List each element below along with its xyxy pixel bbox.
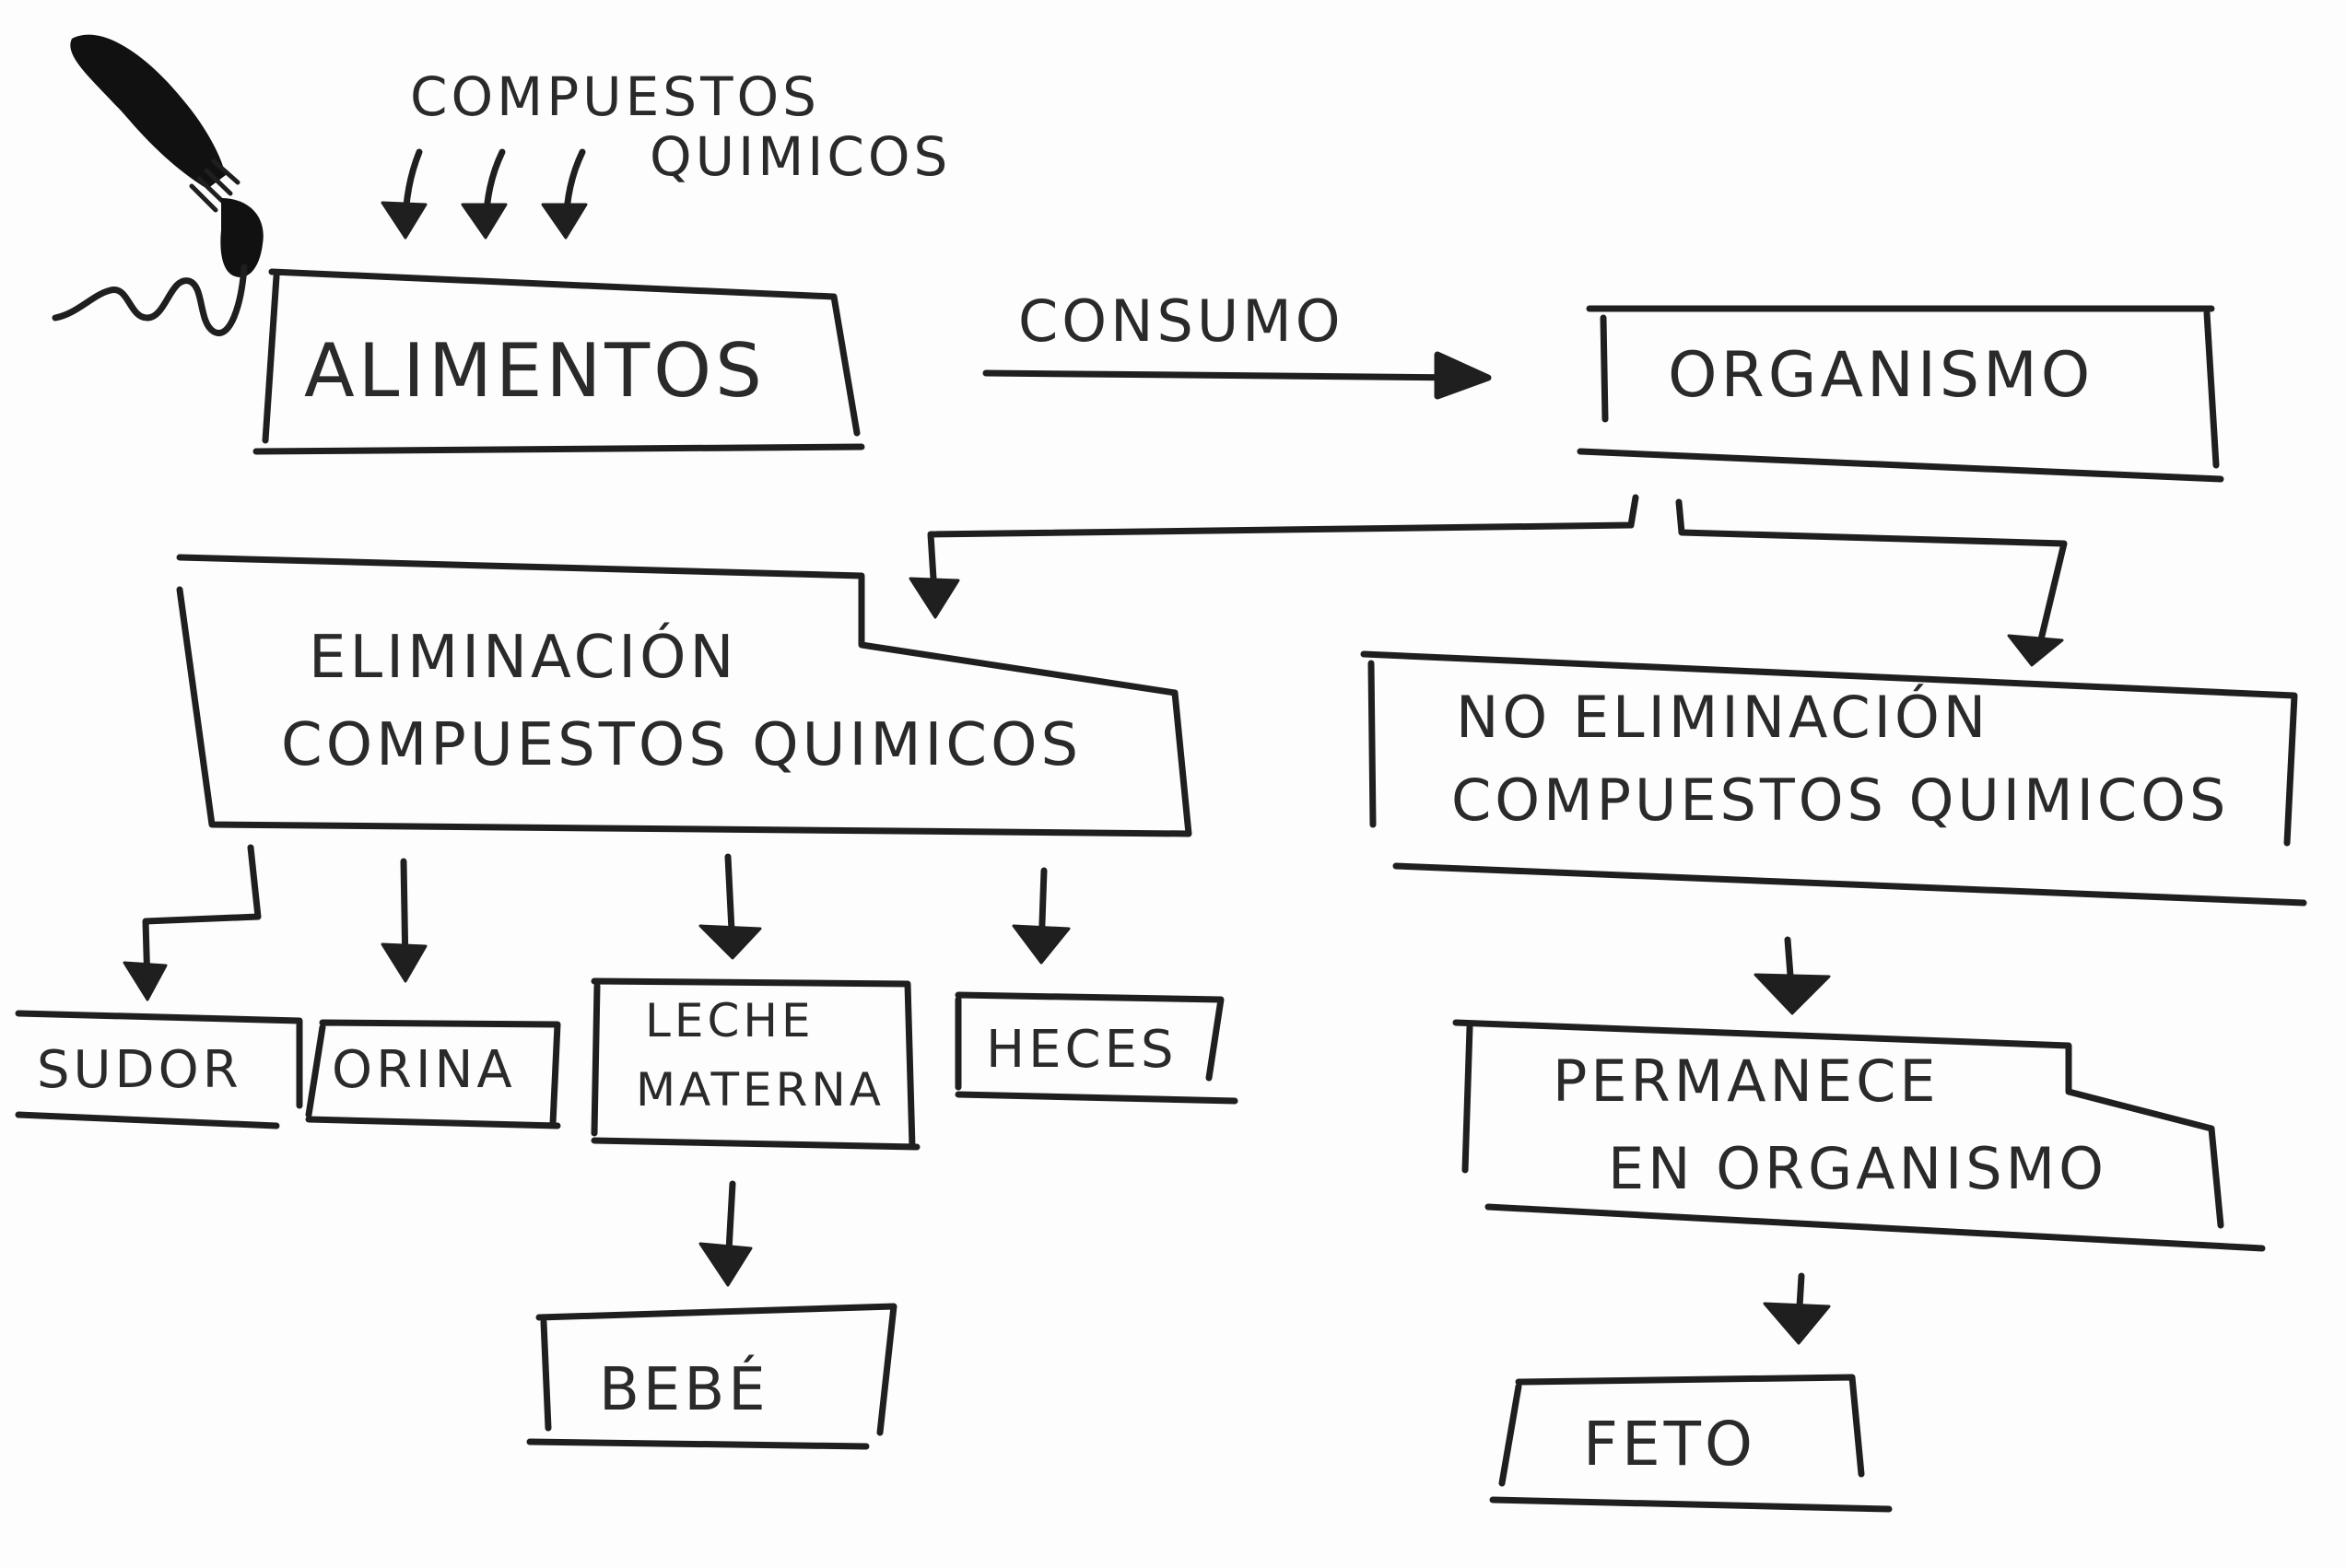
svg-text:EN ORGANISMO: EN ORGANISMO [1608,1135,2107,1202]
svg-text:ORINA: ORINA [332,1040,516,1100]
arrow-no-eliminacion-permanece [1754,936,1831,1015]
node-eliminacion: ELIMINACIÓN COMPUESTOS QUIMICOS [176,554,1192,837]
svg-text:FETO: FETO [1583,1409,1756,1480]
paintbrush-icon [52,34,264,336]
svg-text:ELIMINACIÓN: ELIMINACIÓN [309,622,737,692]
node-sudor: SUDOR [15,1010,303,1129]
svg-text:COMPUESTOS QUIMICOS: COMPUESTOS QUIMICOS [281,711,1082,779]
node-bebe: BEBÉ [526,1303,897,1450]
node-no-eliminacion: NO ELIMINACIÓN COMPUESTOS QUIMICOS [1360,650,2307,907]
svg-text:HECES: HECES [986,1020,1178,1080]
svg-text:ORGANISMO: ORGANISMO [1668,339,2094,412]
node-permanece: PERMANECE EN ORGANISMO [1452,1019,2266,1252]
eliminacion-output-arrows [123,844,1071,1001]
node-organismo: ORGANISMO [1577,305,2224,483]
svg-text:LECHE: LECHE [645,994,815,1047]
svg-text:NO ELIMINACIÓN: NO ELIMINACIÓN [1456,684,1989,751]
node-heces: HECES [955,991,1238,1105]
arrow-leche-bebe [698,1180,753,1287]
node-orina: ORINA [305,1019,561,1129]
svg-text:COMPUESTOS QUIMICOS: COMPUESTOS QUIMICOS [1451,766,2229,834]
node-alimentos: ALIMENTOS [252,268,865,455]
svg-text:BEBÉ: BEBÉ [599,1354,769,1424]
svg-text:QUIMICOS: QUIMICOS [650,125,951,188]
svg-text:PERMANECE: PERMANECE [1553,1047,1940,1115]
node-feto: FETO [1489,1374,1893,1513]
svg-text:COMPUESTOS: COMPUESTOS [410,65,820,128]
svg-text:ALIMENTOS: ALIMENTOS [304,328,766,414]
connector-organismo-eliminacion [909,494,1639,619]
svg-text:MATERNA: MATERNA [636,1063,885,1117]
consumo-arrow: CONSUMO [982,287,1492,400]
compuestos-quimicos-label: COMPUESTOS QUIMICOS [410,65,951,188]
connector-organismo-no-eliminacion [1675,498,2068,667]
svg-text:CONSUMO: CONSUMO [1018,287,1344,355]
input-arrows [381,148,588,240]
svg-text:SUDOR: SUDOR [37,1040,242,1100]
arrow-permanece-feto [1763,1272,1831,1345]
node-leche-materna: LECHE MATERNA [591,977,921,1151]
